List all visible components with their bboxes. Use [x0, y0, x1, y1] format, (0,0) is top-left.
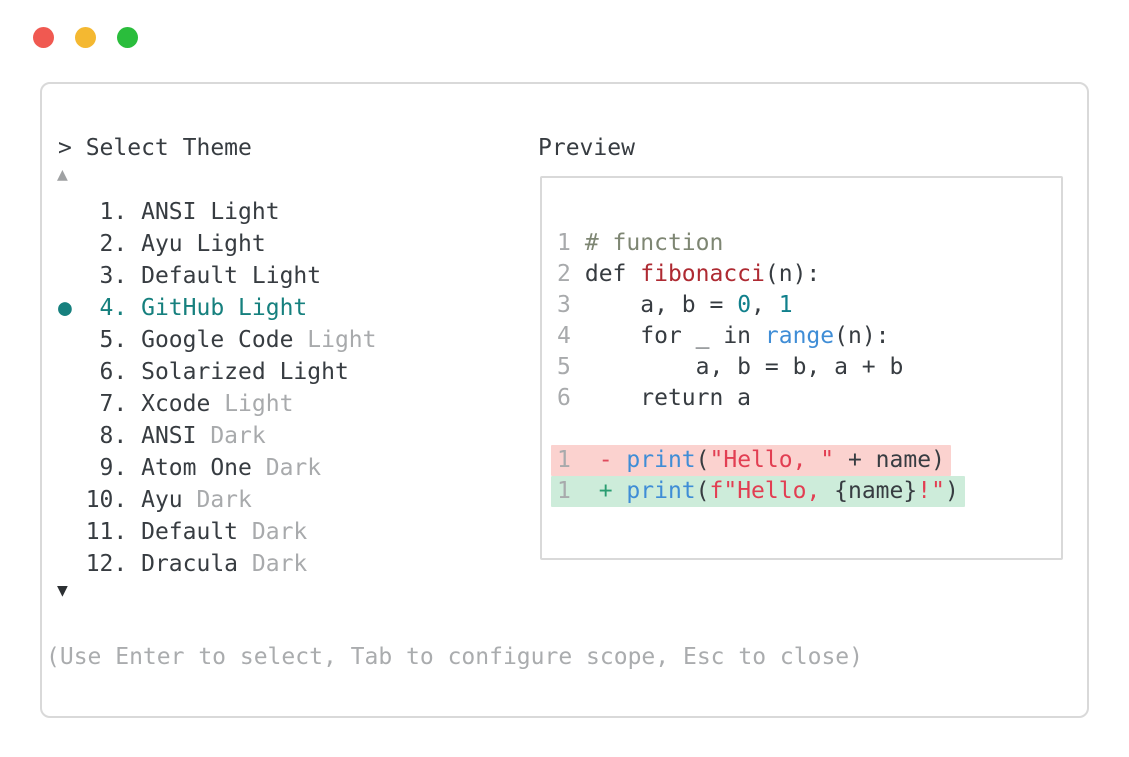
line-number: 4 — [557, 323, 571, 349]
theme-option-prefix: 5. — [58, 327, 142, 353]
theme-option[interactable]: 6. Solarized Light — [58, 356, 377, 388]
theme-option-name: Solarized Light — [141, 359, 349, 385]
diff-added-line: 1 + print(f"Hello, {name}!") — [551, 476, 965, 507]
code-token: {name} — [834, 478, 918, 504]
code-token: fibonacci — [640, 261, 765, 287]
code-token: 0 — [737, 292, 752, 318]
code-line: 5 a, b = b, a + b — [557, 352, 965, 383]
code-token: (n): — [764, 261, 821, 287]
scroll-down-icon[interactable]: ▼ — [57, 580, 68, 601]
code-token: + — [584, 478, 627, 504]
theme-option-name: ANSI Light — [141, 199, 280, 225]
theme-option-name: ANSI — [141, 423, 197, 449]
theme-option-name: Dracula — [141, 551, 239, 577]
line-number: 5 — [557, 354, 571, 380]
blank-line — [557, 414, 965, 445]
code-token: 1 — [778, 292, 793, 318]
theme-option-suffix: Dark — [251, 455, 322, 481]
code-token: a, b = b, a + b — [584, 354, 904, 380]
code-line: 1 # function — [557, 228, 965, 259]
theme-option[interactable]: 11. Default Dark — [58, 516, 377, 548]
theme-option[interactable]: 12. Dracula Dark — [58, 548, 377, 580]
code-token: range — [764, 323, 835, 349]
preview-label: Preview — [538, 135, 635, 161]
theme-option-prefix: 12. — [58, 551, 142, 577]
theme-option-prefix: 6. — [58, 359, 142, 385]
theme-option[interactable]: 7. Xcode Light — [58, 388, 377, 420]
page-title: > Select Theme — [58, 135, 252, 161]
diff-removed-line: 1 - print("Hello, " + name) — [551, 445, 965, 476]
minimize-button[interactable] — [75, 27, 96, 48]
close-button[interactable] — [33, 27, 54, 48]
theme-option-prefix: 11. — [58, 519, 142, 545]
code-token: ( — [695, 478, 710, 504]
theme-option[interactable]: 2. Ayu Light — [58, 228, 377, 260]
line-number: 2 — [557, 261, 571, 287]
theme-option-prefix: 10. — [58, 487, 142, 513]
theme-list: 1. ANSI Light 2. Ayu Light 3. Default Li… — [58, 196, 377, 580]
theme-option-name: Google Code — [141, 327, 294, 353]
theme-option-suffix: Dark — [238, 519, 308, 545]
theme-option[interactable]: 9. Atom One Dark — [58, 452, 377, 484]
theme-option-name: Ayu Light — [141, 231, 266, 257]
theme-option-name: Default Light — [141, 263, 322, 289]
theme-option[interactable]: 10. Ayu Dark — [58, 484, 377, 516]
theme-option-suffix: Dark — [238, 551, 308, 577]
code-line: 2 def fibonacci(n): — [557, 259, 965, 290]
code-token: "Hello, " — [709, 447, 835, 473]
theme-option-suffix: Light — [210, 391, 294, 417]
line-number: 1 — [557, 230, 571, 256]
selected-bullet-icon: ● 4. — [58, 295, 142, 321]
line-number: 1 — [557, 478, 571, 504]
theme-option[interactable]: 5. Google Code Light — [58, 324, 377, 356]
theme-option-suffix: Dark — [196, 423, 266, 449]
code-token: # function — [584, 230, 724, 256]
code-token: !" — [917, 478, 945, 504]
theme-option[interactable]: 8. ANSI Dark — [58, 420, 377, 452]
theme-option-name: GitHub Light — [141, 295, 308, 321]
code-token: f"Hello, — [709, 478, 835, 504]
theme-option-selected[interactable]: ● 4. GitHub Light — [58, 292, 377, 324]
theme-option-prefix: 8. — [58, 423, 142, 449]
code-token: ( — [695, 447, 710, 473]
theme-option-name: Default — [141, 519, 239, 545]
theme-option-prefix: 3. — [58, 263, 142, 289]
theme-option-suffix: Light — [293, 327, 377, 353]
code-line: 3 a, b = 0, 1 — [557, 290, 965, 321]
code-token: print — [626, 478, 696, 504]
maximize-button[interactable] — [117, 27, 138, 48]
theme-option[interactable]: 1. ANSI Light — [58, 196, 377, 228]
code-token: (n): — [834, 323, 890, 349]
scroll-up-icon[interactable]: ▲ — [57, 164, 68, 185]
theme-option-name: Ayu — [141, 487, 183, 513]
code-token: print — [626, 447, 696, 473]
line-number: 3 — [557, 292, 571, 318]
code-token: + name — [834, 447, 932, 473]
theme-option-prefix: 2. — [58, 231, 142, 257]
theme-option-prefix: 7. — [58, 391, 142, 417]
theme-option-prefix: 9. — [58, 455, 142, 481]
code-line: 4 for _ in range(n): — [557, 321, 965, 352]
code-line: 6 return a — [557, 383, 965, 414]
theme-option-prefix: 1. — [58, 199, 142, 225]
code-token: return a — [584, 385, 752, 411]
keyboard-hint: (Use Enter to select, Tab to configure s… — [46, 644, 863, 670]
theme-option-name: Atom One — [141, 455, 252, 481]
code-token: ) — [931, 447, 945, 473]
code-token: a, b = — [584, 292, 738, 318]
line-number: 1 — [557, 447, 571, 473]
code-token: - — [584, 447, 627, 473]
code-token: for _ in — [584, 323, 765, 349]
code-token: , — [751, 292, 779, 318]
code-token: ) — [944, 478, 959, 504]
theme-option[interactable]: 3. Default Light — [58, 260, 377, 292]
window-controls — [33, 27, 138, 48]
line-number: 6 — [557, 385, 571, 411]
code-token: def — [584, 261, 641, 287]
theme-option-name: Xcode — [141, 391, 211, 417]
theme-option-suffix: Dark — [182, 487, 252, 513]
